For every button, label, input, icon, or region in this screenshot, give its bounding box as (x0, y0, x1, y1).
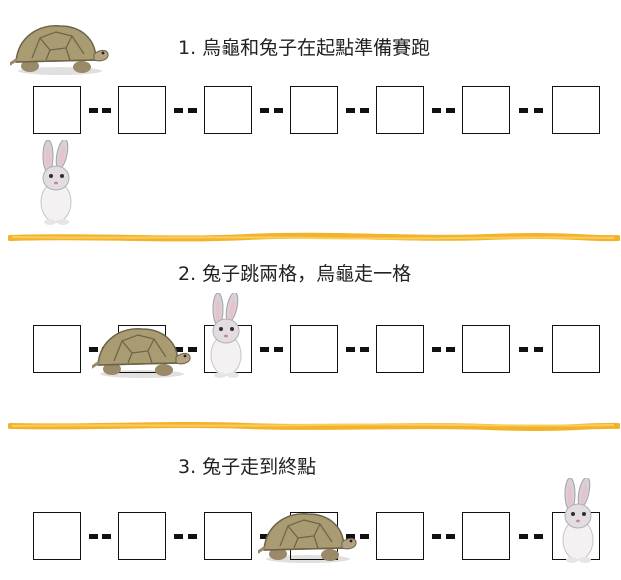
track-square-2 (118, 86, 166, 134)
track-square-1 (33, 325, 81, 373)
track-dash (346, 347, 356, 352)
track-dash (260, 108, 270, 113)
track-dash (446, 347, 456, 352)
track-dash (360, 534, 370, 539)
rabbit-icon (554, 476, 604, 570)
track-dash (432, 534, 442, 539)
track-dash (446, 108, 456, 113)
track-square-1 (33, 86, 81, 134)
track-square-5 (376, 86, 424, 134)
track-square-4 (290, 325, 338, 373)
track-square-6 (462, 86, 510, 134)
track-dash (360, 347, 370, 352)
track-dash (174, 108, 184, 113)
rabbit-icon (202, 291, 252, 385)
track-dash (534, 108, 544, 113)
track-dash (260, 534, 270, 539)
divider-2-highlight (11, 423, 615, 427)
track-dash (89, 534, 99, 539)
track-dash (446, 534, 456, 539)
divider-1-highlight (11, 236, 615, 240)
tortoise-icon (256, 506, 358, 570)
track-square-7 (552, 325, 600, 373)
track-dash (174, 347, 184, 352)
track-square-5 (376, 512, 424, 560)
track-dash (102, 108, 112, 113)
tortoise-icon (8, 18, 110, 82)
track-square-6 (462, 325, 510, 373)
track-dash (89, 347, 99, 352)
track-square-3 (204, 512, 252, 560)
track-dash (346, 534, 356, 539)
track-dash (360, 108, 370, 113)
track-dash (519, 108, 529, 113)
track-dash (432, 347, 442, 352)
rabbit-icon (32, 138, 82, 232)
track-dash (519, 534, 529, 539)
track-dash (260, 347, 270, 352)
track-dash (274, 347, 284, 352)
track-square-4 (290, 86, 338, 134)
track-square-6 (462, 512, 510, 560)
divider-1 (8, 232, 620, 242)
track-square-5 (376, 325, 424, 373)
step-2-caption: 2. 兔子跳兩格，烏龜走一格 (178, 263, 412, 285)
track-dash (534, 347, 544, 352)
tortoise-icon (90, 321, 192, 385)
track-dash (274, 108, 284, 113)
track-dash (534, 534, 544, 539)
track-square-7 (552, 86, 600, 134)
step-3-caption: 3. 兔子走到終點 (178, 456, 317, 478)
track-dash (89, 108, 99, 113)
track-dash (432, 108, 442, 113)
track-dash (346, 108, 356, 113)
track-dash (188, 347, 198, 352)
divider-2 (8, 422, 620, 431)
track-square-3 (204, 86, 252, 134)
track-square-1 (33, 512, 81, 560)
track-dash (174, 534, 184, 539)
step-1-caption: 1. 烏龜和兔子在起點準備賽跑 (178, 37, 431, 59)
track-dash (188, 108, 198, 113)
step-1-track (0, 86, 621, 140)
track-square-2 (118, 512, 166, 560)
track-dash (188, 534, 198, 539)
track-dash (519, 347, 529, 352)
track-dash (102, 534, 112, 539)
